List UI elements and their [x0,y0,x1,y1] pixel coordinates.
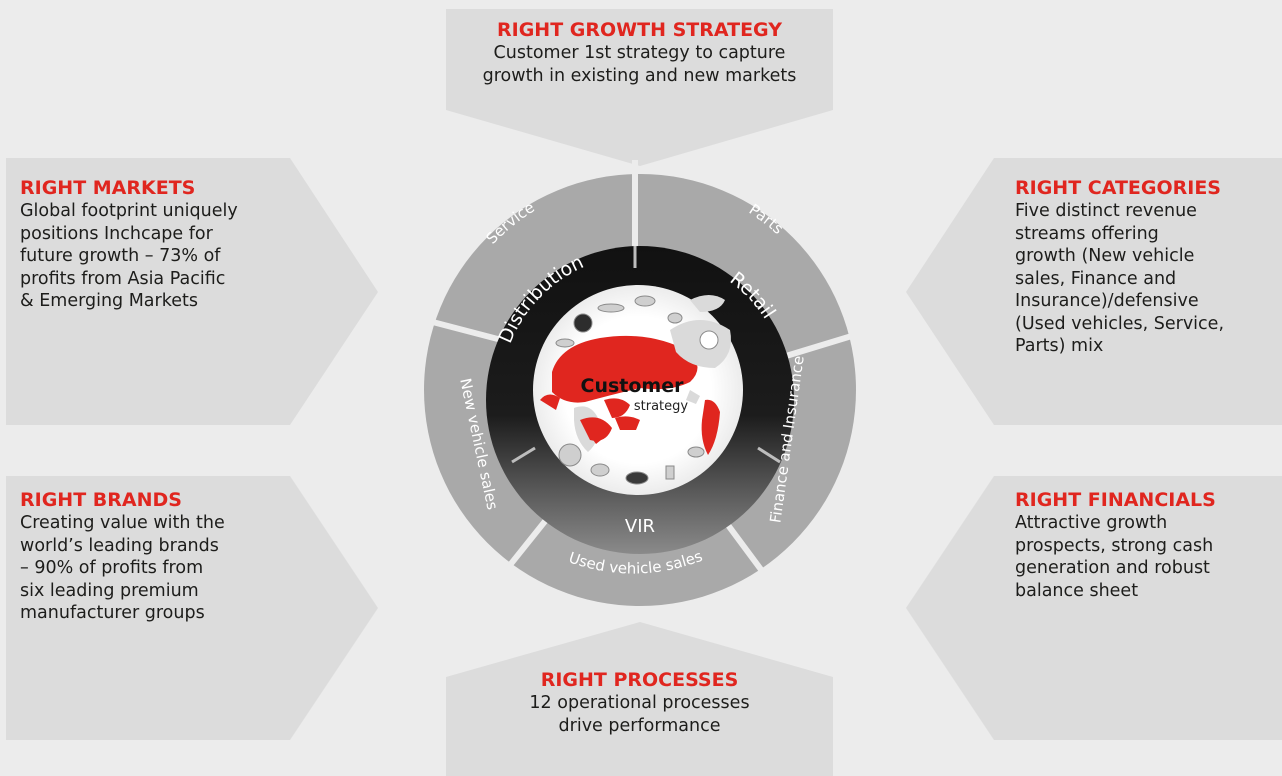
panel-bottom-left-shape [6,476,378,740]
rolls-royce-logo [665,465,675,480]
panel-body-line: sales, Finance and [1015,268,1177,289]
panel-body-line: drive performance [558,715,721,736]
panel-body-line: future growth – 73% of [20,246,221,266]
panel-top-right-shape [906,158,1282,425]
panel-body-line: Customer 1st strategy to capture [493,43,786,63]
panel-right-growth-strategy: RIGHT GROWTH STRATEGY Customer 1st strat… [446,18,833,87]
center-title: Customer [581,375,685,397]
panel-body-line: Global footprint uniquely [20,201,238,221]
panel-body-line: growth (New vehicle [1015,246,1195,266]
panel-right-categories: RIGHT CATEGORIES Five distinct revenue s… [1015,176,1280,358]
panel-body-line: & Emerging Markets [20,291,198,311]
brand-logos [555,295,719,485]
panel-body-line: Attractive growth [1015,513,1168,533]
center-subtitle: strategy [634,399,689,414]
panel-body-line: streams offering [1015,223,1159,244]
volkswagen-logo [558,443,582,467]
panel-body-line: generation and robust [1015,558,1210,578]
panel-right-markets: RIGHT MARKETS Global footprint uniquely … [20,176,310,313]
panel-body-line: Parts) mix [1015,336,1104,356]
panel-body-line: positions Inchcape for [20,223,213,244]
subaru-logo [625,471,649,485]
panel-top-shape [446,9,833,166]
bmw-logo [573,313,593,333]
panel-body-line: Creating value with the [20,513,225,533]
panel-body-line: 12 operational processes [529,693,750,713]
panel-heading: RIGHT GROWTH STRATEGY [497,19,782,41]
land-rover-logo [634,295,656,307]
panel-body-line: (Used vehicles, Service, [1015,313,1225,334]
panel-heading: RIGHT MARKETS [20,177,196,199]
lexus-logo [667,312,683,324]
jaguar-logo [597,303,625,313]
panel-body-line: world’s leading brands [20,535,219,556]
world-map [540,295,731,455]
panel-body-line: six leading premium [20,580,199,601]
toyota-logo [590,463,610,477]
panel-right-processes: RIGHT PROCESSES 12 operational processes… [446,668,833,737]
panel-body-line: growth in existing and new markets [482,65,797,86]
panel-heading: RIGHT BRANDS [20,489,182,511]
panel-body-line: Five distinct revenue [1015,201,1197,221]
panel-body-line: manufacturer groups [20,603,205,623]
panel-body-line: Insurance)/defensive [1015,291,1199,311]
panel-heading: RIGHT FINANCIALS [1015,489,1216,511]
panel-right-financials: RIGHT FINANCIALS Attractive growth prosp… [1015,488,1280,602]
panel-bottom-shape [446,622,833,776]
panel-heading: RIGHT PROCESSES [540,669,739,691]
panel-body-line: balance sheet [1015,580,1139,601]
segment-vir-label: VIR [625,516,655,537]
panel-heading: RIGHT CATEGORIES [1015,177,1221,199]
panel-body-line: profits from Asia Pacific [20,268,226,289]
panel-right-brands: RIGHT BRANDS Creating value with the wor… [20,488,310,625]
inner-dividers [511,246,781,464]
panel-bottom-right-shape [906,476,1282,740]
mercedes-logo [699,330,719,350]
panel-top-left-shape [6,158,378,425]
panel-body-line: prospects, strong cash [1015,535,1214,556]
porsche-logo [687,446,705,458]
audi-logo [555,338,575,348]
panel-body-line: – 90% of profits from [20,558,204,578]
